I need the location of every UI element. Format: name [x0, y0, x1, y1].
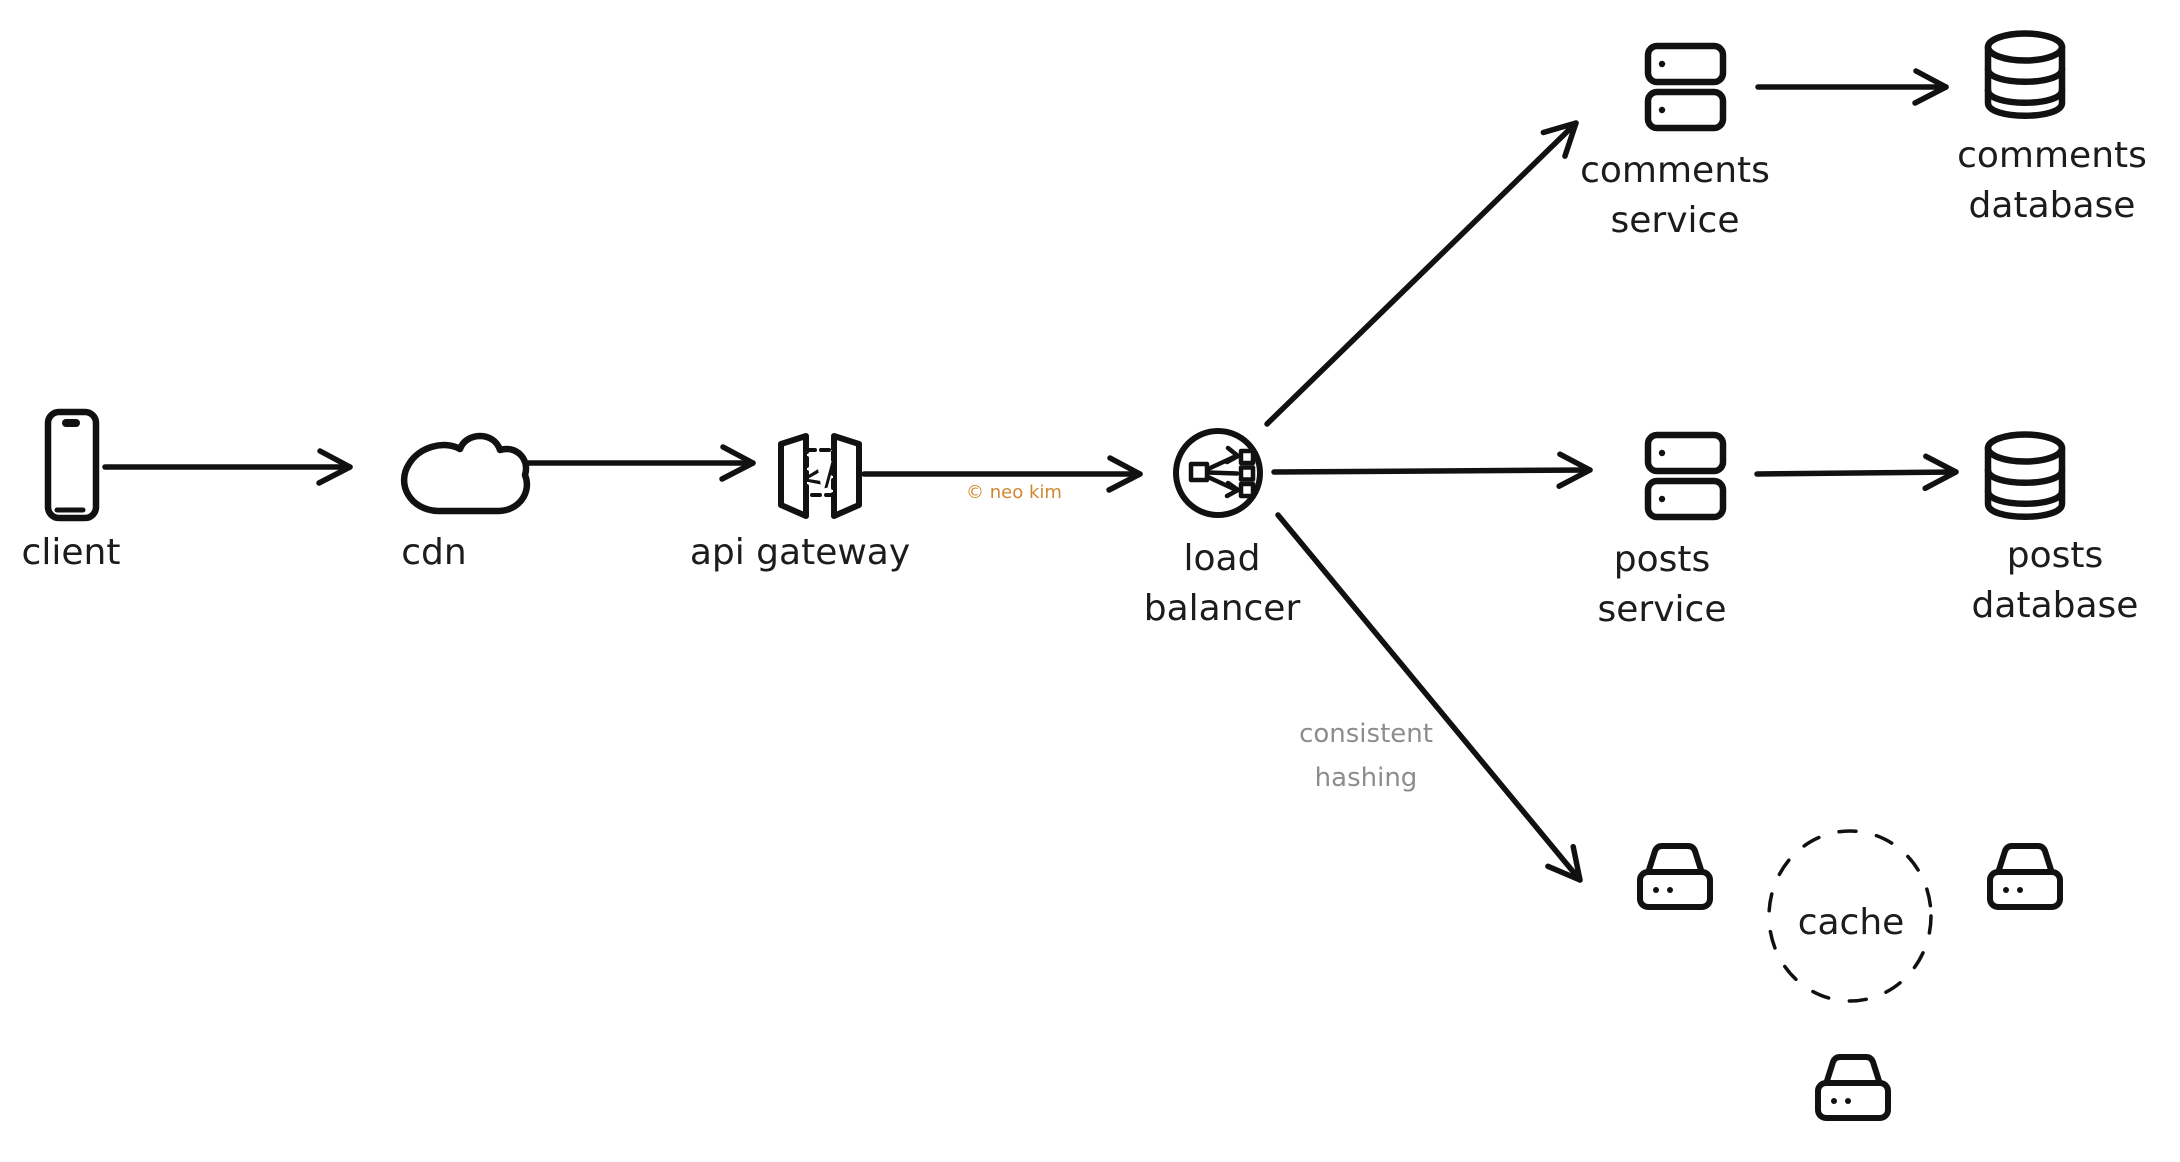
- cache-label-text: cache: [1797, 902, 1905, 943]
- arrow-load-balancer-to-posts-service: [1271, 451, 1593, 489]
- comments-service-label: comments service: [1580, 146, 1770, 246]
- cache-dashed-circle-icon: [1767, 829, 1933, 1003]
- load-balancer-label-line1: load: [1183, 538, 1261, 579]
- comments-service-label-line1: comments: [1580, 150, 1770, 191]
- client-label-text: client: [21, 532, 121, 573]
- comments-service-server-stack-icon: [1648, 46, 1723, 128]
- client-label: client: [22, 528, 121, 578]
- diagram-edges: [102, 68, 1959, 883]
- cache-node-icon-bottom: [1818, 1057, 1888, 1118]
- posts-service-server-stack-icon: [1648, 435, 1723, 517]
- posts-service-label-line2: service: [1597, 589, 1727, 630]
- posts-service-label-line1: posts: [1613, 539, 1711, 580]
- posts-database-label-line2: database: [1971, 585, 2139, 626]
- cache-label: cache: [1798, 898, 1905, 948]
- load-balancer-label-line2: balancer: [1143, 588, 1301, 629]
- cdn-label-text: cdn: [401, 532, 467, 573]
- comments-service-label-line2: service: [1610, 200, 1740, 241]
- consistent-hashing-line1: consistent: [1299, 719, 1433, 749]
- comments-database-label-line1: comments: [1957, 135, 2147, 176]
- arrow-load-balancer-to-cache: [1275, 512, 1583, 883]
- api-gateway-label: api gateway: [690, 528, 910, 578]
- comments-database-label-line2: database: [1968, 185, 2136, 226]
- api-gateway-icon: </: [778, 433, 862, 519]
- consistent-hashing-annotation: consistent hashing: [1299, 712, 1433, 800]
- comments-database-cylinder-icon: [1988, 34, 2062, 116]
- load-balancer-label: load balancer: [1144, 534, 1301, 634]
- posts-service-label: posts service: [1598, 535, 1727, 635]
- api-gateway-label-text: api gateway: [689, 532, 911, 573]
- phone-icon: [44, 408, 100, 522]
- posts-database-label: posts database: [1972, 531, 2139, 631]
- consistent-hashing-line2: hashing: [1314, 763, 1418, 793]
- copyright-watermark-text: © neo kim: [966, 482, 1062, 503]
- cdn-label: cdn: [401, 528, 466, 578]
- arrow-load-balancer-to-comments-service: [1264, 120, 1579, 427]
- cloud-icon: [400, 432, 530, 515]
- cache-node-icon-left: [1640, 846, 1710, 907]
- posts-database-label-line1: posts: [2006, 535, 2104, 576]
- comments-database-label: comments database: [1957, 131, 2147, 231]
- cache-node-icon-right: [1990, 846, 2060, 907]
- arrow-posts-service-to-database: [1754, 453, 1959, 492]
- copyright-watermark: © neo kim: [966, 483, 1062, 503]
- code-glyph: </: [800, 456, 842, 497]
- posts-database-cylinder-icon: [1988, 435, 2062, 517]
- load-balancer-icon: [1173, 428, 1263, 518]
